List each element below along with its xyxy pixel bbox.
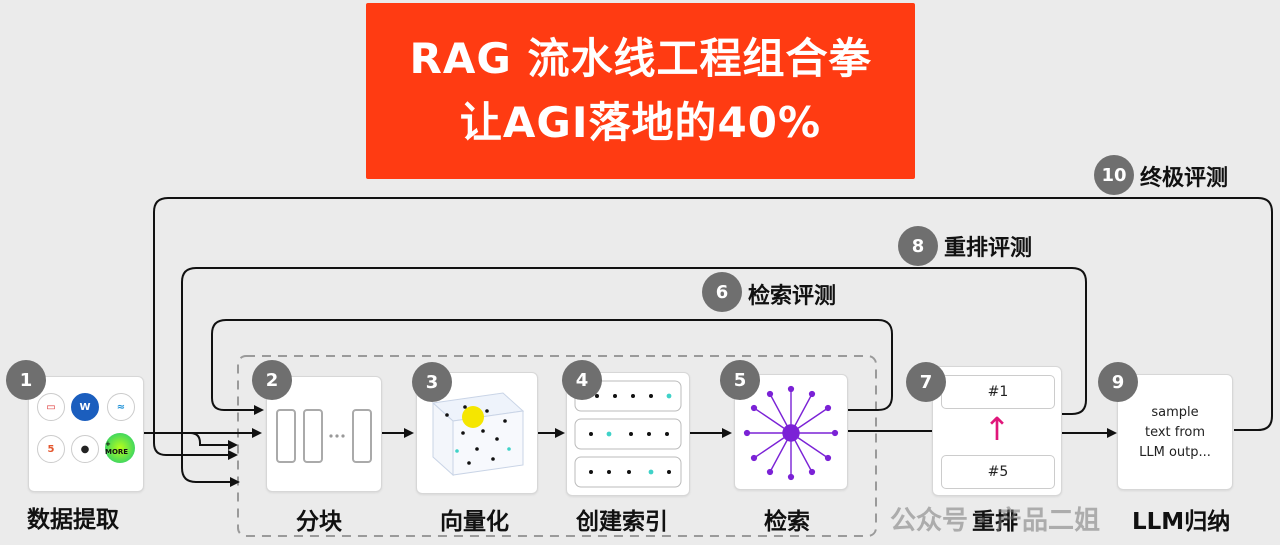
label-llm: LLM归纳 [1132, 509, 1231, 535]
rerank-card: #1 ↑ #5 [932, 366, 1062, 496]
rank-top: #1 [941, 375, 1055, 409]
label-retrieval: 检索 [764, 509, 810, 535]
badge-2: 2 [252, 360, 292, 400]
more-icon: + MORE [105, 433, 135, 463]
loop-rerank-eval [181, 267, 1087, 487]
label-chunk: 分块 [296, 509, 342, 535]
html5-icon: 5 [37, 435, 65, 463]
label-rerank: 重排 [972, 509, 1018, 535]
label-index: 创建索引 [576, 509, 668, 535]
badge-4: 4 [562, 360, 602, 400]
label-retrieval-eval: 检索评测 [748, 284, 837, 309]
retrieval-hub-icon [743, 385, 839, 481]
badge-7: 7 [906, 362, 946, 402]
llm-output-line-3: LLM outp... [1139, 445, 1211, 460]
extract-card: ▭ W ≈ 5 ● + MORE [28, 376, 144, 492]
chunk-card [266, 376, 382, 492]
badge-8: 8 [898, 226, 938, 266]
llm-output-line-2: text from [1144, 425, 1206, 440]
github-icon: ● [71, 435, 99, 463]
label-vector: 向量化 [440, 509, 509, 535]
core-pipeline-dashed-box [237, 355, 877, 537]
rank-bottom: #5 [941, 455, 1055, 489]
title-line-2: 让AGI落地的40% [459, 98, 822, 147]
more-label: + MORE [105, 440, 129, 456]
pdf-icon: ▭ [37, 393, 65, 421]
badge-3: 3 [412, 362, 452, 402]
title-line-1: RAG 流水线工程组合拳 [409, 34, 872, 83]
watermark: 公众号 · 产品二姐 [890, 506, 1100, 536]
label-rerank-eval: 重排评测 [944, 236, 1033, 261]
word-icon: W [71, 393, 99, 421]
llm-output-line-1: sample [1151, 405, 1199, 420]
label-extract: 数据提取 [27, 507, 119, 533]
llm-output-text: sample text from LLM outp... [1118, 403, 1232, 463]
loop-final-eval [153, 197, 1273, 460]
index-card [566, 372, 690, 496]
badge-5: 5 [720, 360, 760, 400]
index-icon [574, 380, 682, 488]
arrow-1-to-group-a [142, 432, 238, 450]
web-icon: ≈ [107, 393, 135, 421]
loop-retrieval-eval [211, 319, 893, 415]
badge-10: 10 [1094, 155, 1134, 195]
badge-6: 6 [702, 272, 742, 312]
chunk-icon [276, 409, 372, 463]
badge-9: 9 [1098, 362, 1138, 402]
title-banner: RAG 流水线工程组合拳 让AGI落地的40% [366, 3, 915, 179]
label-final-eval: 终极评测 [1140, 166, 1229, 191]
badge-1: 1 [6, 360, 46, 400]
rank-up-arrow-icon: ↑ [983, 410, 1011, 448]
vector-space-icon [431, 392, 525, 477]
llm-card: sample text from LLM outp... [1117, 374, 1233, 490]
